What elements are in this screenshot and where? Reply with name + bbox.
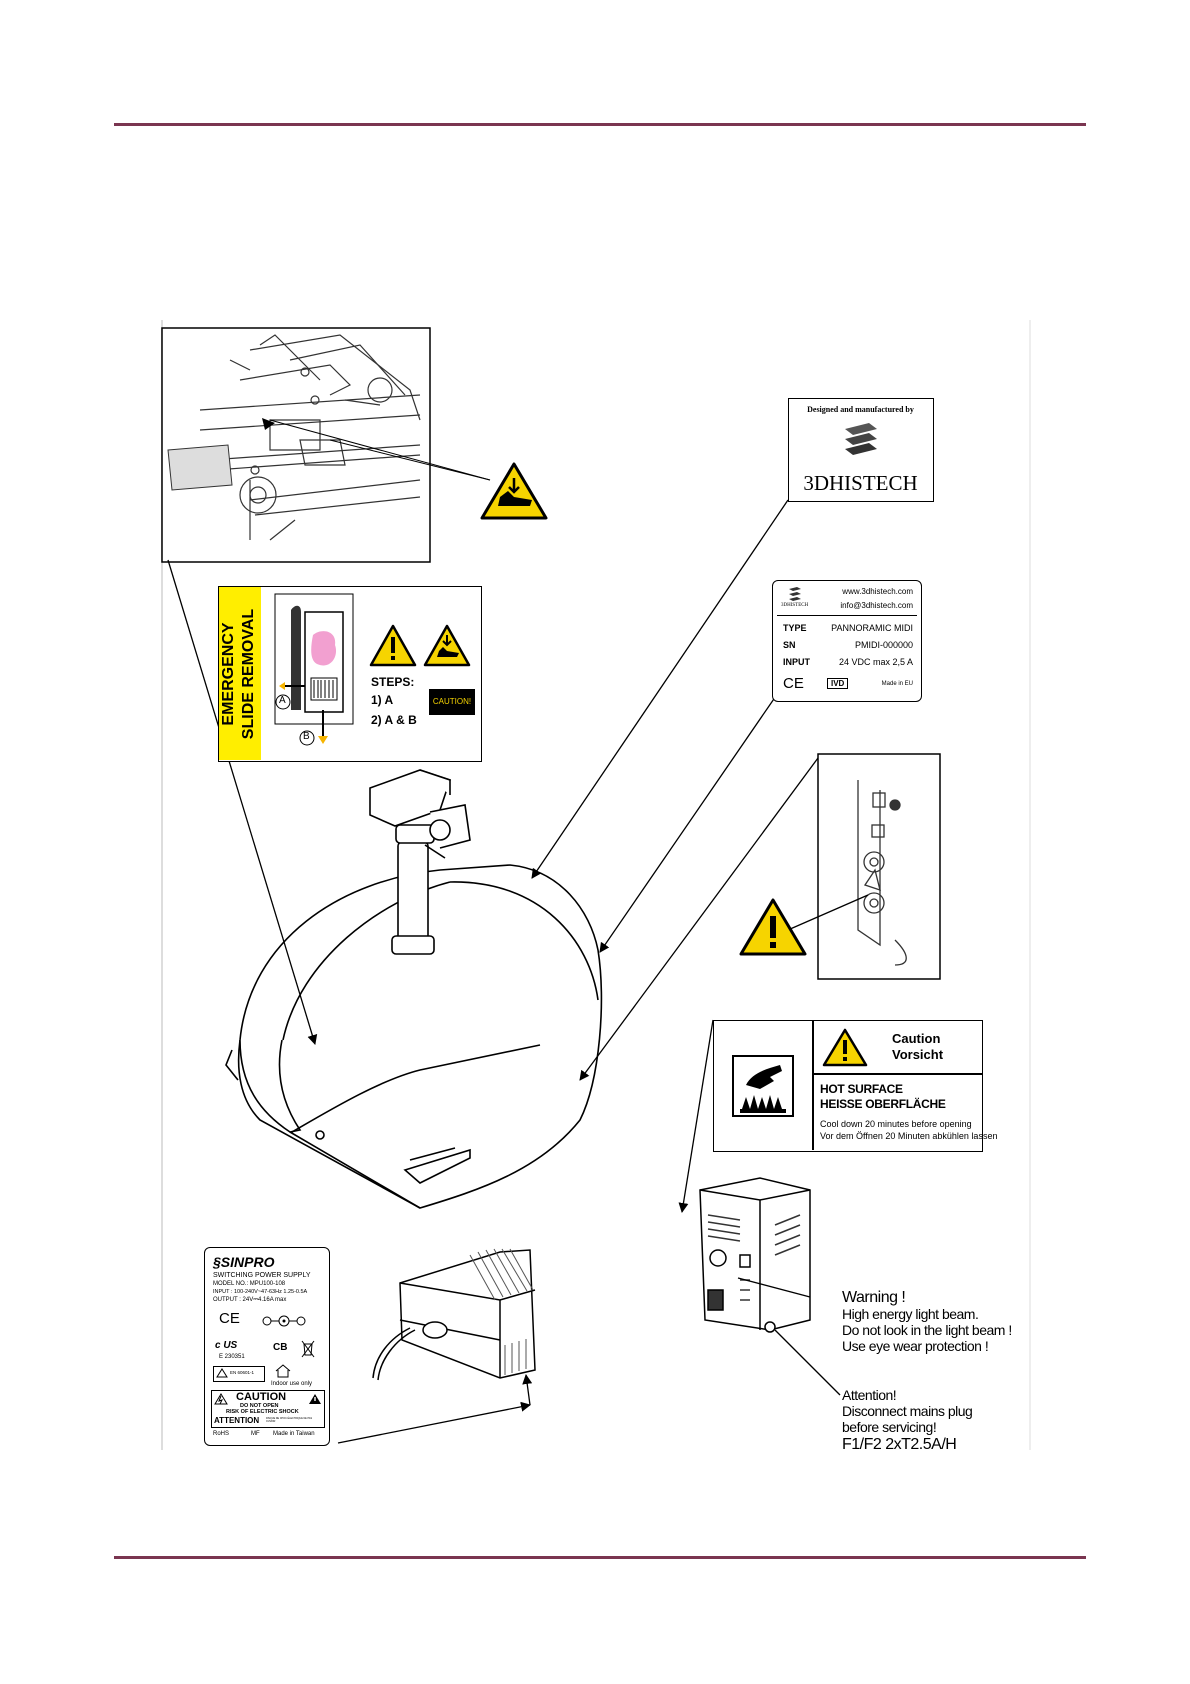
designed-by-text: Designed and manufactured by	[807, 405, 914, 414]
attention-line-3: before servicing!	[842, 1419, 937, 1435]
light-beam-warning: Warning ! High energy light beam. Do not…	[842, 1289, 1012, 1355]
shock-warning-icon	[214, 1393, 228, 1405]
sinpro-logo-icon: §	[213, 1254, 221, 1270]
rating-plate: 3DHISTECH www.3dhistech.com info@3dhiste…	[772, 580, 922, 702]
warning-line-3: Do not look in the light beam !	[842, 1322, 1012, 1338]
attention-line-1: Attention!	[842, 1387, 897, 1403]
mf-mark: MF	[251, 1431, 260, 1437]
warning-triangle-icon	[822, 1028, 868, 1067]
polarity-icon	[262, 1315, 306, 1327]
email: info@3dhistech.com	[840, 601, 913, 610]
hot-surface-divider-v	[812, 1021, 814, 1150]
psu-brand: §SINPRO	[213, 1254, 275, 1270]
hand-crush-warning-icon	[423, 624, 471, 667]
psu-caution-l2: RISK OF ELECTRIC SHOCK	[226, 1409, 299, 1415]
psu-caution-title: CAUTION	[236, 1391, 287, 1403]
weee-bin-icon	[301, 1340, 315, 1358]
input-value: 24 VDC max 2,5 A	[838, 657, 913, 667]
cb-mark: CB	[273, 1342, 288, 1353]
input-key: INPUT	[783, 657, 810, 667]
indoor-house-icon	[275, 1364, 291, 1378]
hot-surface-icon	[732, 1055, 794, 1117]
emergency-slide-removal-label: EMERGENCY SLIDE REMOVAL A B	[218, 586, 482, 762]
hot-surface-title-de: HEISSE OBERFLÄCHE	[820, 1097, 946, 1111]
psu-line-4: OUTPUT : 24V⎓4.16A max	[213, 1297, 287, 1303]
3dhistech-logo-icon	[789, 587, 801, 601]
warning-triangle-icon	[309, 1394, 321, 1404]
psu-label: §SINPRO SWITCHING POWER SUPPLY MODEL NO.…	[204, 1247, 330, 1446]
attention-line-4: F1/F2 2xT2.5A/H	[842, 1436, 957, 1453]
caution-badge: CAUTION!	[429, 689, 475, 715]
psu-ce-mark: CE	[219, 1310, 240, 1327]
mains-attention: Attention! Disconnect mains plug before …	[842, 1387, 973, 1455]
warning-line-1: Warning !	[842, 1289, 906, 1306]
steps-heading: STEPS:	[371, 675, 415, 689]
step-2: 2) A & B	[371, 713, 417, 727]
triangle-mark-icon	[216, 1368, 228, 1378]
brand-name: 3DHISTECH	[803, 471, 918, 495]
light-source-box	[699, 1177, 811, 1333]
slide-holder-inset	[161, 327, 491, 563]
sn-value: PMIDI-000000	[854, 640, 913, 650]
hand-crush-warning-icon	[480, 462, 548, 520]
rohs-mark: RoHS	[213, 1431, 230, 1437]
psu-line-3: INPUT : 100-240V~47-63Hz 1.25-0.5A	[213, 1289, 308, 1295]
marker-b: B	[303, 731, 310, 742]
ul-file: E 230351	[219, 1354, 245, 1360]
marker-a: A	[279, 695, 286, 706]
3dhistech-logo-icon	[845, 423, 877, 455]
manufacturer-label: Designed and manufactured by 3DHISTECH	[788, 398, 934, 502]
ul-mark: c US	[215, 1340, 238, 1351]
plate-divider	[777, 615, 917, 616]
psu-attention-fr: RISQUE DE CHOC ÉLECTRIQUE NE PAS OUVRIR	[266, 1417, 313, 1423]
step-1: 1) A	[371, 693, 394, 707]
type-value: PANNORAMIC MIDI	[831, 623, 913, 633]
warning-triangle-icon	[739, 898, 807, 956]
logo-text: 3DHISTECH	[781, 603, 809, 608]
hot-surface-label: Caution Vorsicht HOT SURFACE HEISSE OBER…	[713, 1020, 997, 1152]
emergency-title-band: EMERGENCY SLIDE REMOVAL	[219, 587, 261, 760]
slide-removal-diagram	[274, 593, 354, 746]
website: www.3dhistech.com	[842, 587, 913, 596]
caution-en: Caution	[892, 1031, 941, 1046]
psu-attention: ATTENTION	[214, 1416, 260, 1425]
psu-caution-box: CAUTION DO NOT OPEN RISK OF ELECTRIC SHO…	[211, 1390, 325, 1428]
connector-panel-inset	[817, 753, 941, 980]
en-standard-box: EN 60601-1	[213, 1366, 265, 1382]
psu-made-in: Made in Taiwan	[273, 1431, 315, 1437]
indoor-use: Indoor use only	[271, 1381, 313, 1387]
psu-brick	[372, 1249, 536, 1381]
scanner-body	[225, 769, 603, 1209]
type-key: TYPE	[783, 623, 807, 633]
warning-triangle-icon	[369, 624, 417, 667]
hot-surface-divider-h	[812, 1073, 982, 1075]
emergency-title-line1: EMERGENCY	[220, 622, 237, 726]
attention-line-2: Disconnect mains plug	[842, 1403, 973, 1419]
hot-surface-text-en: Cool down 20 minutes before opening	[820, 1119, 972, 1129]
made-in-eu: Made in EU	[881, 681, 913, 687]
warning-line-2: High energy light beam.	[842, 1306, 979, 1322]
psu-caution-l1: DO NOT OPEN	[240, 1403, 279, 1409]
hot-surface-text-de: Vor dem Öffnen 20 Minuten abkühlen lasse…	[820, 1131, 998, 1141]
psu-line-2: MODEL NO.: MPU100-108	[213, 1281, 286, 1287]
header-rule	[114, 123, 1086, 126]
sn-key: SN	[783, 640, 796, 650]
caution-de: Vorsicht	[892, 1047, 944, 1062]
en-standard: EN 60601-1	[230, 1370, 255, 1375]
ce-mark: CE	[783, 675, 804, 692]
psu-line-1: SWITCHING POWER SUPPLY	[213, 1272, 311, 1279]
emergency-title-line2: SLIDE REMOVAL	[240, 608, 257, 740]
ivd-mark: IVD	[827, 678, 849, 689]
hot-surface-title-en: HOT SURFACE	[820, 1082, 903, 1096]
footer-rule	[114, 1556, 1086, 1559]
warning-line-4: Use eye wear protection !	[842, 1338, 989, 1354]
